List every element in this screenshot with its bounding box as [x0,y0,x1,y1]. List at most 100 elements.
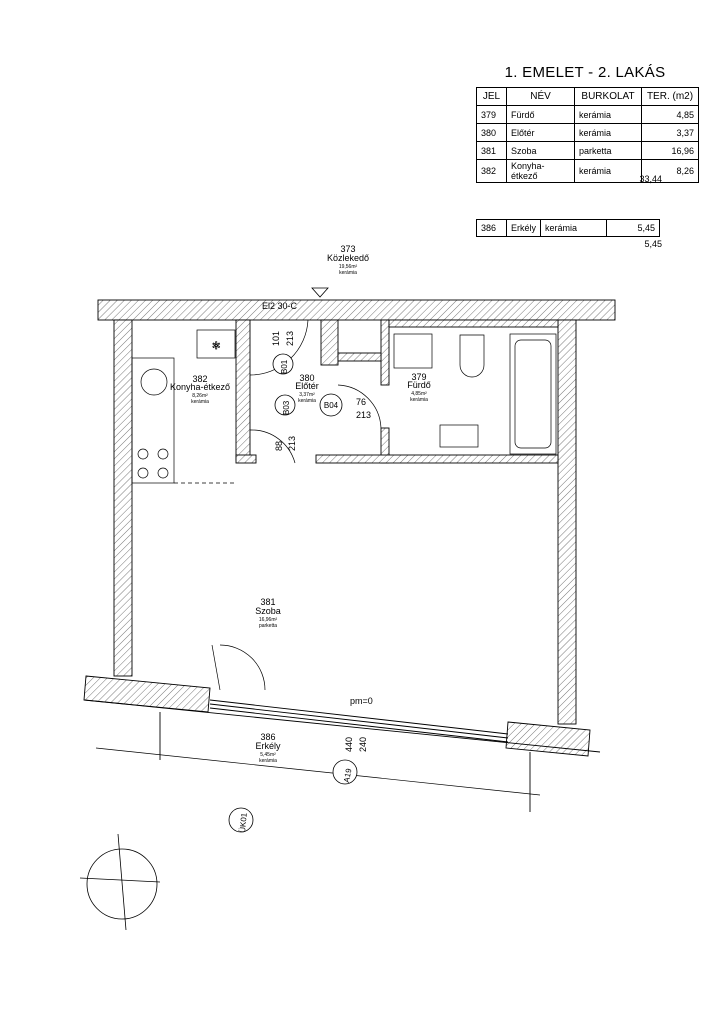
kitchen-partition [235,319,251,461]
cell-burkolat: kerámia [574,159,642,183]
room-380-num: 380 [299,373,314,383]
room-380-area: 3,37m² [299,392,315,398]
washing-machine [393,333,433,369]
room-380-finish: kerámia [298,398,316,404]
room-381-name: Szoba [255,606,281,616]
b04-height: 213 [356,410,371,420]
top-wall [97,299,616,321]
corridor-wall [337,352,382,362]
hob-burner-icon [137,467,149,479]
room-379-name: Fürdő [407,380,431,390]
balcony-total: 5,45 [644,239,662,249]
entrance-door-code: El2 30-C [262,301,298,311]
kitchen-bottom-wall [235,454,257,464]
cell-burkolat: kerámia [540,219,608,237]
window-line-2 [209,703,509,739]
bath-wall-upper [380,319,390,386]
room-379-finish: kerámia [410,397,428,403]
balcony-door-swing [219,644,266,691]
bathroom-fixtures [393,333,557,455]
room-373-num: 373 [340,244,355,254]
balcony-table: 386 Erkély kerámia 5,45 [476,219,661,237]
bath-top-wall [388,319,559,328]
room-schedule-table: JEL NÉV BURKOLAT TER. (m2) 379 Fürdő ker… [476,87,699,183]
north-arrow-icon [79,833,161,931]
room-373-area: 19,56m² [339,264,358,270]
room-382-area: 8,26m² [192,393,208,399]
room-382-finish: kerámia [191,399,209,405]
balcony-edge [83,699,601,753]
a19-tag-label: A19 [342,767,353,783]
door-tag-b04 [319,393,343,417]
door-labels: El2 30-C 101 213 B01 B03 88 213 B04 76 2… [238,301,373,833]
b01-tag-label: B01 [280,359,289,374]
exterior-walls [97,299,616,725]
kitchen-counter [131,357,175,484]
room-labels: 373 Közlekedő 19,56m² kerámia 382 Konyha… [170,244,431,764]
kitchen-sink-icon [140,368,168,396]
room-379-area: 4,85m² [411,391,427,397]
balcony-parapets [83,675,601,812]
cell-terulet: 8,26 [641,159,699,183]
b01-height: 213 [285,331,295,346]
room-386-num: 386 [260,732,275,742]
room-386-area: 5,45m² [260,752,276,758]
fridge [196,329,236,359]
toilet-icon [459,334,485,378]
room-386-name: Erkély [255,741,281,751]
door-tag-b01 [272,353,294,375]
bath-bottom-wall [315,454,559,464]
b03-door-swing [249,429,296,464]
bathtub [509,333,557,455]
window-line-3 [209,707,509,743]
washbasin-icon [439,424,479,448]
room-373-finish: kerámia [339,270,357,276]
level-mark: pm=0 [350,696,373,706]
a19-height: 240 [358,737,368,752]
table-row: 381 Szoba parketta 16,96 [476,141,699,160]
apartment-title: 1. EMELET - 2. LAKÁS [504,64,666,81]
b01-width: 101 [271,331,281,346]
entrance-marker-icon [311,287,329,298]
door-tags [228,353,358,833]
room-381-finish: parketta [259,623,277,629]
hob-burner-icon [157,448,169,460]
fridge-icon: ✲ [212,341,220,352]
window-line-1 [209,699,509,735]
kitchen-fixtures: ✲ [131,329,236,484]
room-386-finish: kerámia [259,758,277,764]
room-373-name: Közlekedő [327,253,369,263]
balcony-door-leaf [211,644,221,691]
parapet-right [505,721,591,757]
room-379-num: 379 [411,372,426,382]
room-382-num: 382 [192,374,207,384]
room-381-num: 381 [260,597,275,607]
b04-tag-label: B04 [324,401,339,410]
door-tag-b03 [274,394,296,416]
window-tag-a19 [332,759,358,785]
section-mark: ÜK01 [238,812,249,833]
b04-door-swing [337,384,382,429]
bathtub-basin [514,339,552,449]
a19-width: 440 [344,737,354,752]
table-row: 379 Fürdő kerámia 4,85 [476,105,699,124]
balcony-slab-line [95,747,541,796]
room-381-area: 16,96m² [259,617,278,623]
room-380-name: Előtér [295,381,319,391]
table-row: 382 Konyha-étkező kerámia 8,26 [476,159,699,183]
cell-nev: Erkély [505,219,542,237]
right-wall [557,319,577,725]
hob-burner-icon [137,448,149,460]
cell-terulet: 5,45 [606,219,661,237]
table-total: 33,44 [639,174,662,184]
room-382-name: Konyha-étkező [170,382,230,392]
b03-height: 213 [287,436,297,451]
b03-tag-label: B03 [282,400,291,415]
table-row: 380 Előtér kerámia 3,37 [476,123,699,142]
table-row: 386 Erkély kerámia 5,45 [476,219,661,237]
left-wall [113,319,133,677]
b04-width: 76 [356,397,366,407]
section-tag [228,807,254,833]
b03-width: 88 [274,441,284,451]
